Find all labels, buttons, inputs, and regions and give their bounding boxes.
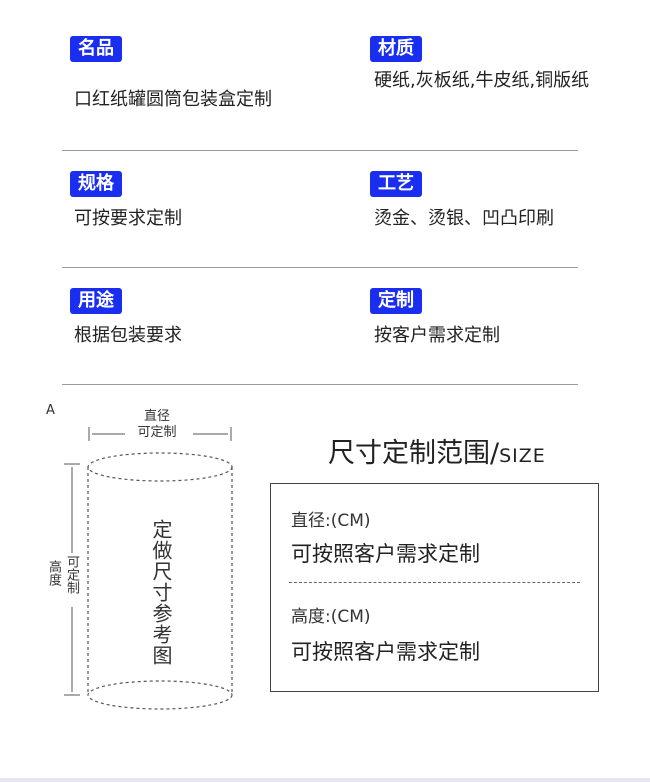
- spec-item-material: 材质 硬纸,灰板纸,牛皮纸,铜版纸: [362, 34, 594, 92]
- height-field-value: 可按照客户需求定制: [291, 640, 480, 664]
- spec-badge: 材质: [370, 36, 422, 62]
- size-panel-title: 尺寸定制范围/SIZE: [328, 431, 546, 470]
- spec-badge: 工艺: [370, 171, 422, 197]
- diameter-label-2: 可定制: [137, 425, 177, 440]
- bottom-strip: [0, 778, 650, 782]
- spec-item-craft: 工艺 烫金、烫银、凹凸印刷: [362, 169, 554, 231]
- diameter-label-1: 直径: [143, 409, 170, 424]
- diameter-field-value: 可按照客户需求定制: [291, 542, 480, 566]
- size-title-en: SIZE: [499, 445, 546, 467]
- height-label-1: 高度: [46, 560, 61, 586]
- spec-row: 用途 根据包装要求 定制 按客户需求定制: [62, 268, 578, 385]
- spec-item-usage: 用途 根据包装要求: [62, 286, 182, 348]
- spec-badge: 定制: [370, 288, 422, 314]
- size-title-cn: 尺寸定制范围/: [328, 438, 500, 469]
- spec-value: 烫金、烫银、凹凸印刷: [374, 208, 554, 229]
- diagram-corner-label: A: [46, 403, 55, 418]
- size-diagram-section: A 直径 可定制 高度 可定制 定做尺寸参考图 尺寸定制范围/SIZE 直径:(…: [0, 395, 650, 735]
- diameter-label: 直径 可定制: [122, 409, 192, 441]
- spec-row: 规格 可按要求定制 工艺 烫金、烫银、凹凸印刷: [62, 151, 578, 268]
- spec-value: 可按要求定制: [74, 208, 182, 229]
- size-panel: 直径:(CM) 可按照客户需求定制 高度:(CM) 可按照客户需求定制: [270, 483, 599, 692]
- spec-value: 根据包装要求: [74, 325, 182, 346]
- spec-grid: 名品 口红纸罐圆筒包装盒定制 材质 硬纸,灰板纸,牛皮纸,铜版纸 规格 可按要求…: [62, 34, 589, 385]
- spec-item-name: 名品 口红纸罐圆筒包装盒定制: [62, 34, 272, 112]
- spec-badge: 名品: [70, 36, 122, 62]
- spec-value: 按客户需求定制: [374, 325, 500, 346]
- height-label-2: 可定制: [64, 555, 79, 594]
- spec-row: 名品 口红纸罐圆筒包装盒定制 材质 硬纸,灰板纸,牛皮纸,铜版纸: [62, 34, 589, 151]
- height-field-label: 高度:(CM): [291, 607, 371, 627]
- spec-value: 硬纸,灰板纸,牛皮纸,铜版纸: [374, 70, 590, 91]
- spec-badge: 规格: [70, 171, 122, 197]
- cylinder-center-text: 定做尺寸参考图: [149, 519, 173, 666]
- size-panel-divider: [289, 582, 580, 583]
- spec-badge: 用途: [70, 288, 122, 314]
- diameter-field-label: 直径:(CM): [291, 511, 371, 531]
- cylinder-diagram: [64, 427, 233, 710]
- spec-value: 口红纸罐圆筒包装盒定制: [74, 89, 272, 110]
- spec-item-custom: 定制 按客户需求定制: [362, 286, 500, 348]
- spec-item-size: 规格 可按要求定制: [62, 169, 182, 231]
